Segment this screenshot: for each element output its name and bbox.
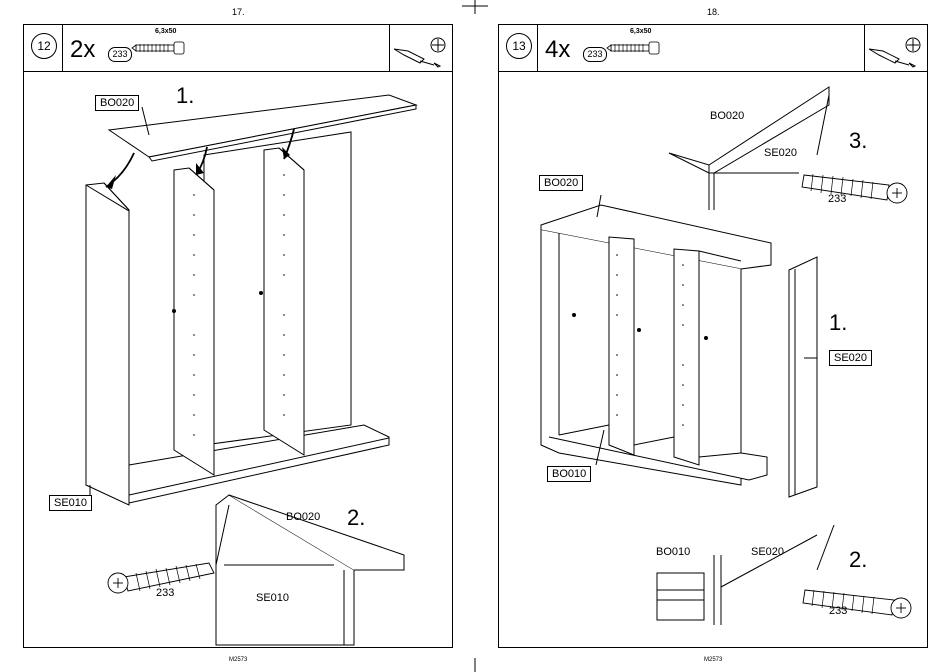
label-detail-side: SE010 xyxy=(256,592,289,604)
label-side-panel: SE020 xyxy=(829,350,872,366)
label-detail3-side: SE020 xyxy=(764,147,797,159)
label-top-panel: BO020 xyxy=(95,95,139,111)
label-top-panel: BO020 xyxy=(539,175,583,191)
sub-step-2: 2. xyxy=(849,547,867,573)
label-bottom-panel: BO010 xyxy=(547,466,591,482)
label-detail2-side: SE020 xyxy=(751,546,784,558)
instruction-panel-step-12: 12 2x 233 6,3x50 xyxy=(23,24,453,648)
assembly-illustration-step-12 xyxy=(24,25,452,647)
screw-233-bottom xyxy=(803,590,911,618)
screw-233-top xyxy=(802,175,907,203)
instruction-panel-step-13: 13 4x 233 6,3x50 xyxy=(498,24,928,648)
label-detail2-screw: 233 xyxy=(829,605,847,617)
sub-step-1: 1. xyxy=(176,83,194,109)
label-detail-top: BO020 xyxy=(286,511,320,523)
sub-step-3: 3. xyxy=(849,128,867,154)
label-detail2-bottom: BO010 xyxy=(656,546,690,558)
label-detail-screw: 233 xyxy=(156,587,174,599)
sub-step-1: 1. xyxy=(829,310,847,336)
label-side-panel: SE010 xyxy=(49,495,92,511)
sub-step-2: 2. xyxy=(347,505,365,531)
label-detail3-screw: 233 xyxy=(828,193,846,205)
label-detail3-top: BO020 xyxy=(710,110,744,122)
